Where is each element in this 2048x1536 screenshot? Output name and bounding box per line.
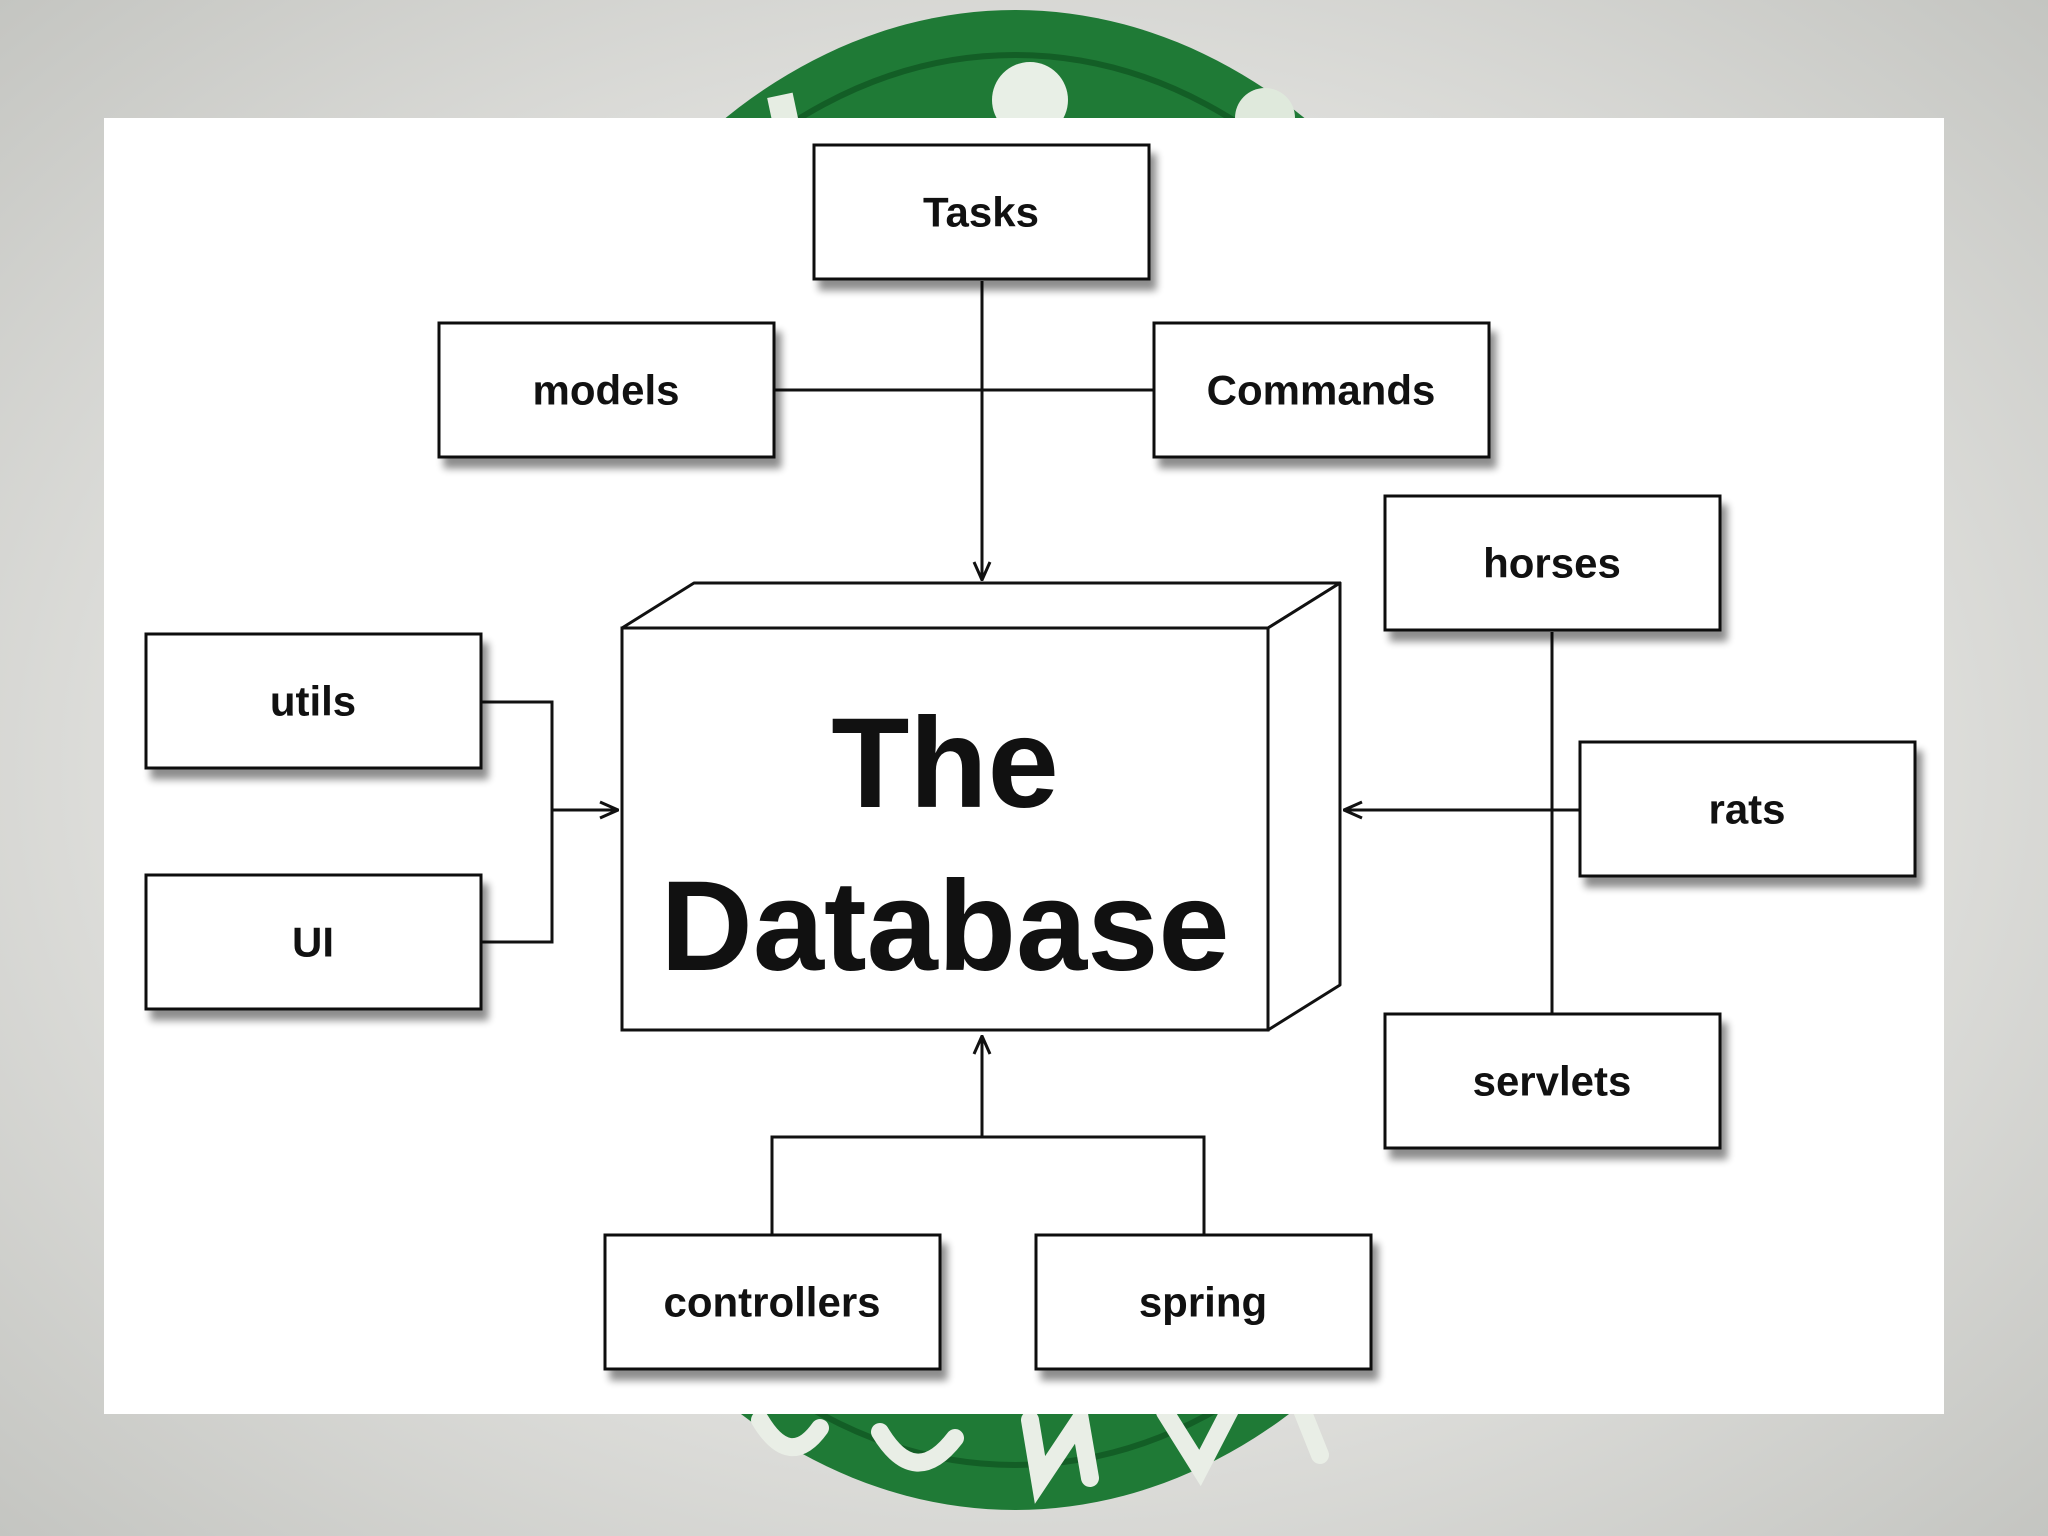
module-box [1034, 1233, 1373, 1371]
database-box-side [1266, 581, 1342, 1032]
module-label: controllers [663, 1279, 880, 1326]
database-box-front [620, 626, 1270, 1032]
module-rats[interactable]: rats [1578, 740, 1917, 878]
module-label: horses [1483, 540, 1621, 587]
module-box [1383, 494, 1722, 632]
module-controllers[interactable]: controllers [603, 1233, 942, 1371]
database-title-line1: The [831, 692, 1059, 835]
badge-bottom-glyphs [751, 1396, 1329, 1504]
module-label: rats [1708, 786, 1785, 833]
module-spring[interactable]: spring [1034, 1233, 1373, 1371]
connector-bottom [770, 1135, 1206, 1235]
database-box-top [620, 581, 1342, 630]
module-box [1152, 321, 1491, 459]
database-title-line2: Database [660, 855, 1229, 998]
module-tasks[interactable]: Tasks [812, 143, 1151, 281]
module-label: Tasks [923, 189, 1039, 236]
module-ui[interactable]: UI [144, 873, 483, 1011]
module-utils[interactable]: utils [144, 632, 483, 770]
module-label: servlets [1473, 1058, 1632, 1105]
module-box [603, 1233, 942, 1371]
module-label: UI [292, 919, 334, 966]
module-label: utils [270, 678, 356, 725]
module-horses[interactable]: horses [1383, 494, 1722, 632]
database-box: The Database [620, 581, 1342, 1032]
module-box [1578, 740, 1917, 878]
module-commands[interactable]: Commands [1152, 321, 1491, 459]
connectors [481, 281, 1580, 1235]
module-models[interactable]: models [437, 321, 776, 459]
module-box [144, 873, 483, 1011]
module-box [437, 321, 776, 459]
module-label: Commands [1207, 367, 1436, 414]
module-label: spring [1139, 1279, 1267, 1326]
module-box [144, 632, 483, 770]
module-label: models [532, 367, 679, 414]
module-box [1383, 1012, 1722, 1150]
connector-utils [481, 700, 554, 944]
module-box [812, 143, 1151, 281]
module-servlets[interactable]: servlets [1383, 1012, 1722, 1150]
